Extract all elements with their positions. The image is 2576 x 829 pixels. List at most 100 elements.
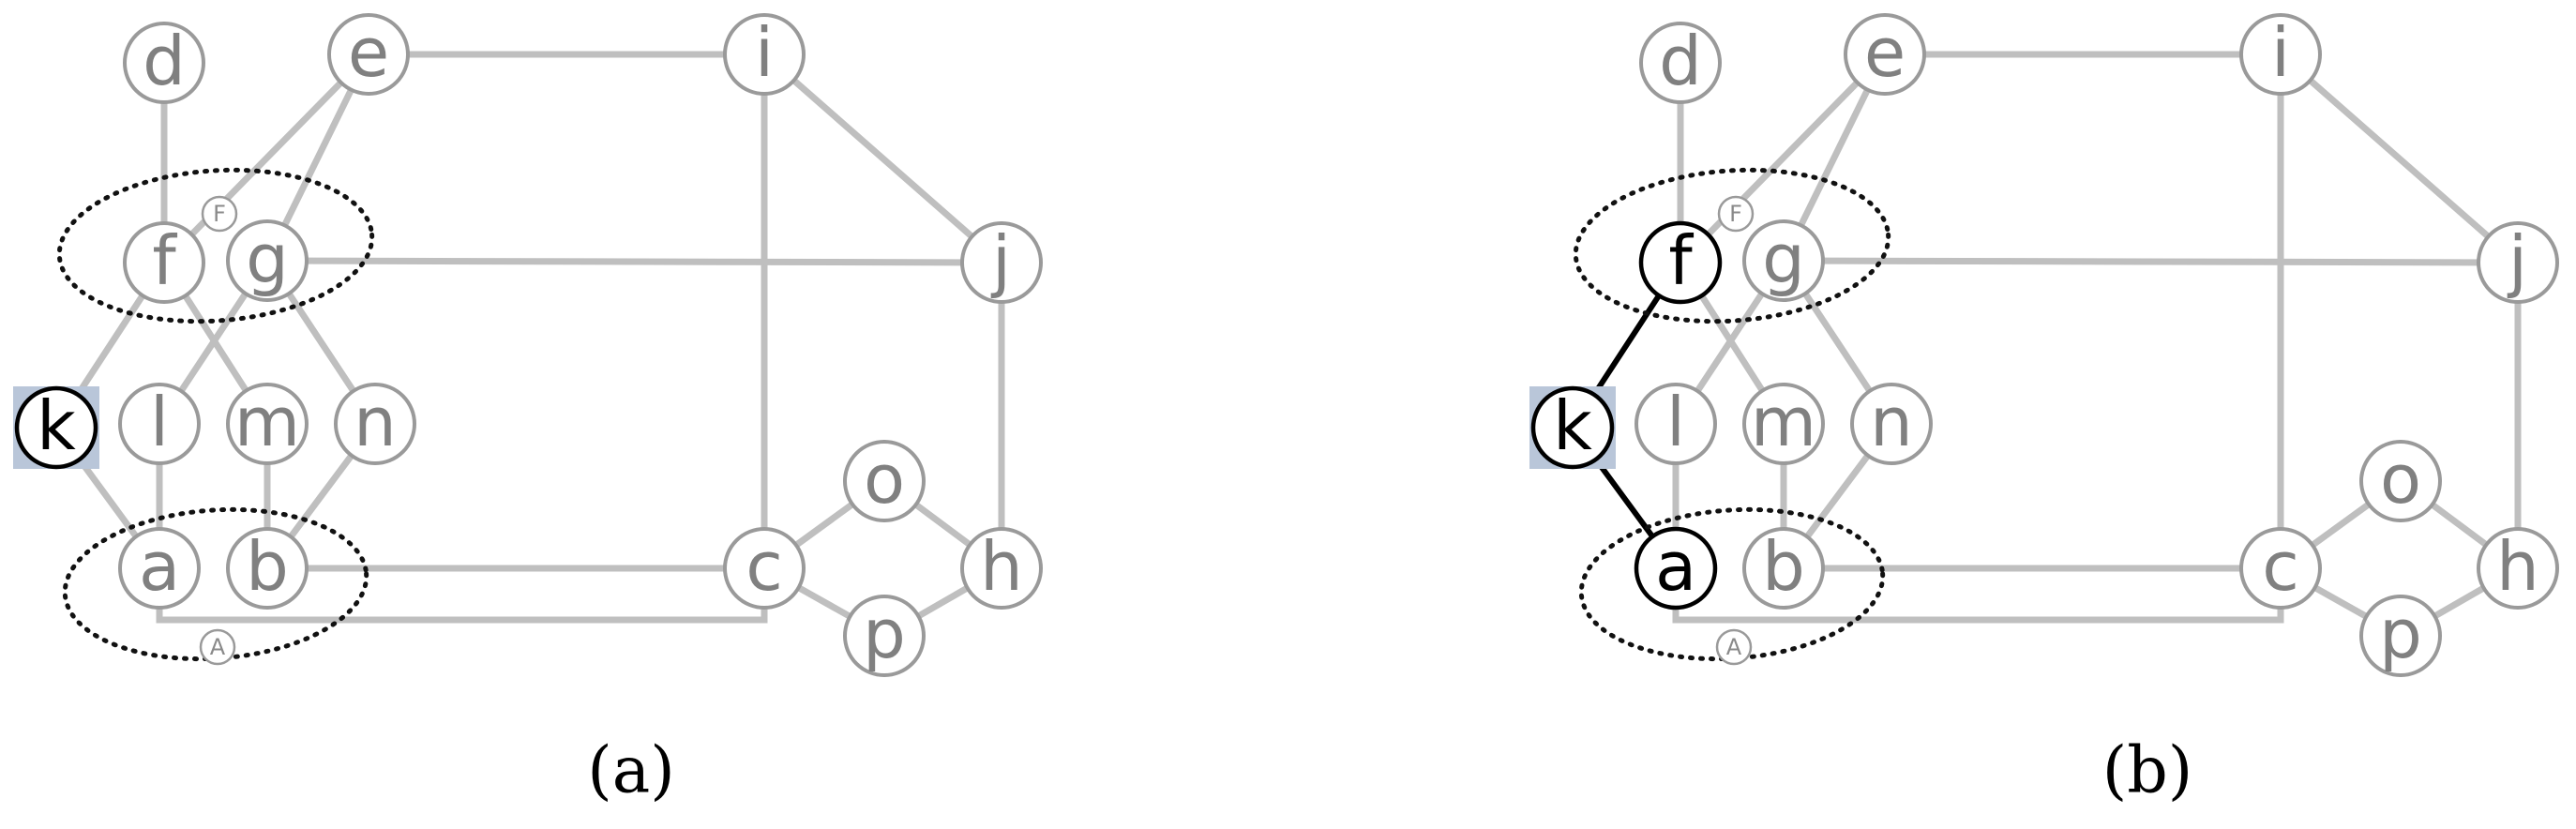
node-j-label: j [2507, 221, 2527, 300]
node-g: g [226, 219, 309, 302]
node-o-label: o [2380, 440, 2421, 519]
node-a-circle [118, 527, 201, 610]
node-k: k [1530, 385, 1615, 470]
node-b-circle [1742, 527, 1825, 610]
node-g: g [1742, 219, 1825, 302]
node-k-circle [1530, 385, 1615, 470]
node-i: i [723, 13, 806, 96]
node-f-label: f [152, 221, 177, 300]
node-g-label: g [1762, 219, 1805, 298]
node-f: f [123, 221, 205, 304]
node-m-circle [226, 383, 309, 465]
group-F-ellipse [1573, 167, 1891, 324]
node-f-circle [1638, 220, 1723, 305]
node-m: m [1742, 383, 1825, 465]
edge-e-f [1677, 51, 1889, 266]
edges [53, 51, 1005, 640]
node-k: k [14, 385, 98, 470]
node-k-label: k [1553, 386, 1592, 465]
node-n-label: n [354, 383, 397, 461]
node-h-circle [2477, 527, 2559, 610]
node-j-circle [2477, 221, 2559, 304]
node-c-label: c [746, 527, 783, 606]
node-i-circle [723, 13, 806, 96]
node-e-label: e [1864, 13, 1906, 92]
node-o: o [843, 440, 926, 522]
node-n-circle [1850, 383, 1933, 465]
node-p-label: p [863, 595, 906, 673]
node-a-label: a [139, 527, 180, 606]
node-b: b [1742, 527, 1825, 610]
node-h-label: h [980, 527, 1023, 606]
group-F-label: F [1729, 201, 1742, 227]
node-c: c [2239, 527, 2322, 610]
node-l-label: l [150, 383, 169, 461]
node-f-circle [123, 221, 205, 304]
node-j: j [2477, 221, 2559, 304]
group-A-badge [199, 628, 236, 666]
node-p: p [843, 595, 926, 677]
node-a: a [1634, 526, 1718, 610]
node-b-circle [226, 527, 309, 610]
node-j: j [960, 221, 1043, 304]
node-a-label: a [1655, 527, 1696, 606]
node-d-label: d [1659, 22, 1702, 100]
node-l: l [118, 383, 201, 465]
node-m-label: m [1751, 383, 1816, 461]
group-A-ellipse [62, 506, 369, 662]
panel-caption: (a) [587, 734, 675, 808]
node-d: d [1639, 22, 1722, 104]
node-i-label: i [755, 13, 774, 92]
node-h: h [960, 527, 1043, 610]
node-o: o [2359, 440, 2442, 522]
node-l: l [1634, 383, 1717, 465]
group-A-label: A [1726, 634, 1742, 660]
node-o-label: o [864, 440, 905, 519]
node-f: f [1638, 220, 1723, 305]
node-g-circle [226, 219, 309, 302]
node-n: n [334, 383, 416, 465]
edge-e-f [160, 51, 372, 266]
node-b: b [226, 527, 309, 610]
node-i-circle [2239, 13, 2322, 96]
node-e-circle [1844, 13, 1926, 96]
node-i-label: i [2271, 13, 2290, 92]
node-h-label: h [2496, 527, 2539, 606]
node-l-circle [1634, 383, 1717, 465]
node-n-label: n [1870, 383, 1913, 461]
node-m-circle [1742, 383, 1825, 465]
node-p-label: p [2379, 595, 2422, 673]
edge-g-j [1780, 257, 2522, 266]
edges [1570, 51, 2522, 640]
group-A-label: A [210, 634, 226, 660]
node-e: e [1844, 13, 1926, 96]
node-c-label: c [2262, 527, 2299, 606]
node-o-circle [843, 440, 926, 522]
node-l-circle [118, 383, 201, 465]
node-m-label: m [234, 383, 300, 461]
edge-i-j [761, 51, 1005, 266]
node-a: a [118, 527, 201, 610]
node-b-label: b [1762, 527, 1805, 606]
node-b-label: b [246, 527, 289, 606]
group-F-badge [201, 195, 238, 233]
node-j-circle [960, 221, 1043, 304]
group-A-badge [1715, 628, 1753, 666]
edge-g-j [264, 257, 1005, 266]
node-f-label: f [1668, 221, 1694, 300]
edge-i-j [2277, 51, 2522, 266]
group-F-label: F [213, 201, 226, 227]
group-F-ellipse [56, 167, 375, 324]
node-c: c [723, 527, 806, 610]
group-F-badge [1717, 195, 1755, 233]
node-d-circle [123, 22, 205, 104]
node-j-label: j [990, 221, 1011, 300]
node-k-label: k [37, 386, 76, 465]
node-l-label: l [1666, 383, 1685, 461]
node-h: h [2477, 527, 2559, 610]
